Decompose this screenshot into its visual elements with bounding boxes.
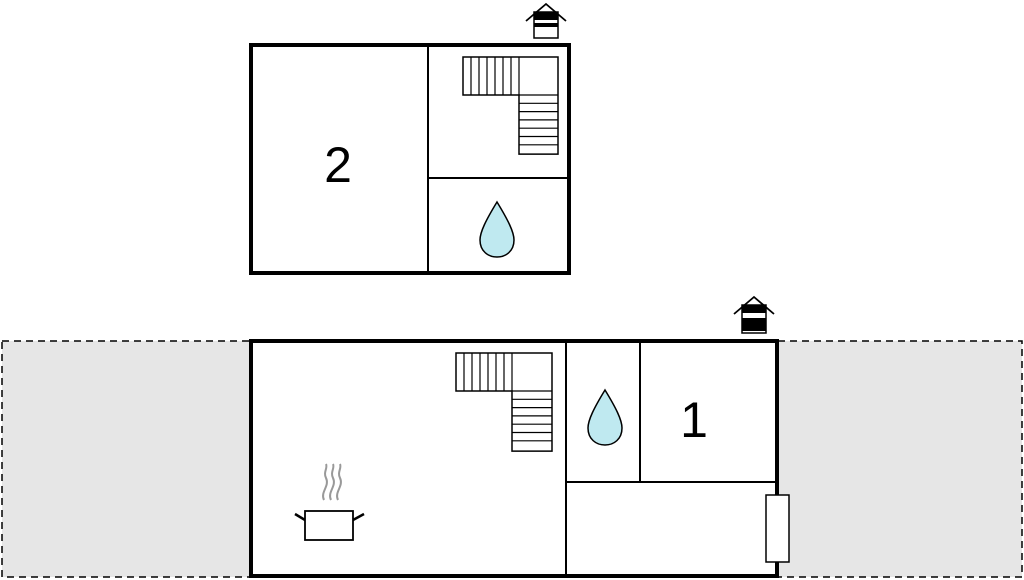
- cooking-pot-icon: [294, 463, 365, 541]
- ground-floor: 1: [249, 295, 790, 578]
- upper-floor: 2: [249, 2, 571, 275]
- room-label-2: 2: [324, 137, 352, 193]
- staircase-icon: [462, 56, 559, 155]
- terrace-right: [777, 340, 1023, 578]
- water-drop-icon: [587, 388, 623, 446]
- radiator-icon: [765, 494, 790, 563]
- room-label-1: 1: [680, 392, 708, 448]
- staircase-icon: [455, 352, 553, 452]
- house-entrance-icon: [525, 2, 567, 39]
- house-entrance-icon: [733, 295, 775, 334]
- water-drop-icon: [479, 200, 515, 258]
- terrace-left: [1, 340, 251, 578]
